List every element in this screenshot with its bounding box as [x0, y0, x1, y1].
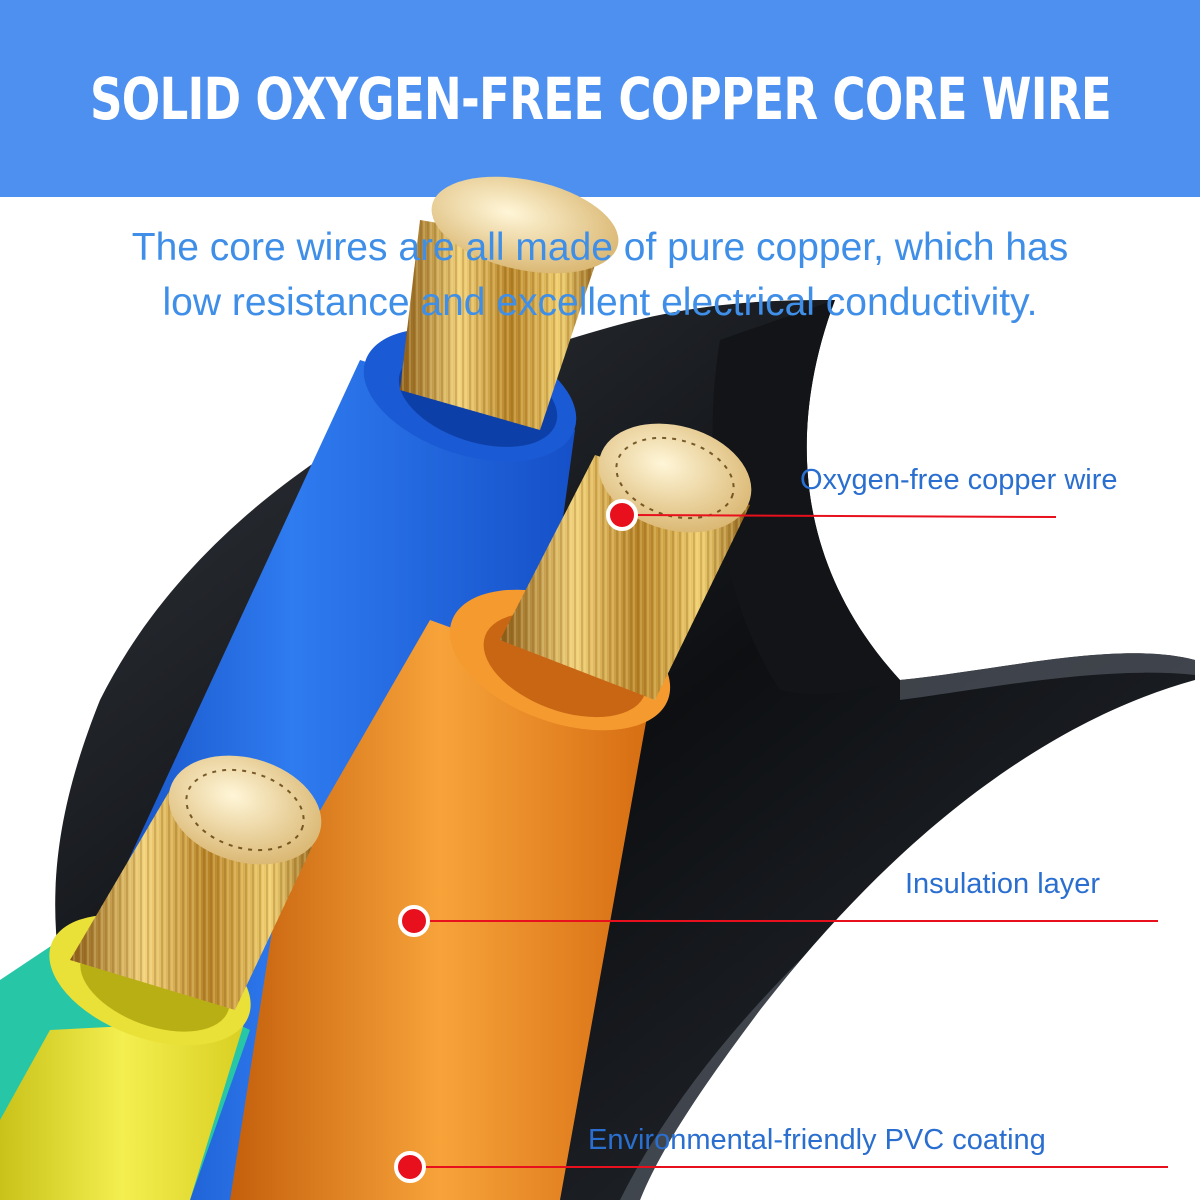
callout-insulation-layer: Insulation layer [905, 868, 1101, 900]
header-banner: SOLID OXYGEN-FREE COPPER CORE WIRE [0, 0, 1200, 197]
callout-pvc-coating: Environmental-friendly PVC coating [588, 1124, 1046, 1156]
blue-wire-copper-core [400, 176, 619, 430]
subtitle-line-2: low resistance and excellent electrical … [162, 281, 1038, 324]
callout-copper-wire: Oxygen-free copper wire [800, 464, 1118, 496]
banner-title: SOLID OXYGEN-FREE COPPER CORE WIRE [89, 64, 1111, 133]
subtitle: The core wires are all made of pure copp… [0, 220, 1200, 330]
subtitle-line-1: The core wires are all made of pure copp… [131, 226, 1069, 269]
pvc-marker [394, 1151, 1168, 1183]
insulation-marker [398, 905, 1158, 937]
yellow-wire-copper-core [70, 755, 322, 1010]
copper-marker [606, 499, 1057, 531]
